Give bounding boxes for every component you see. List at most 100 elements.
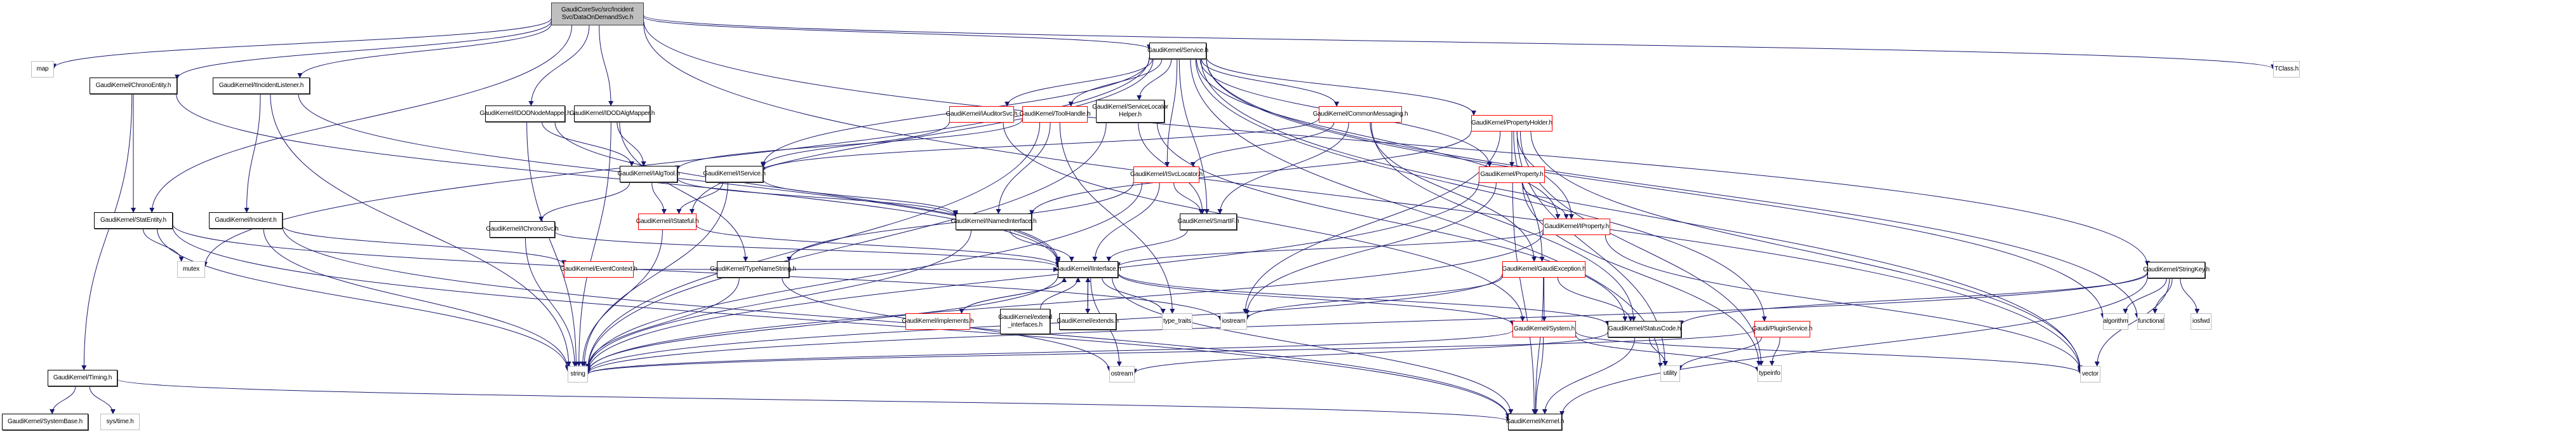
node-statentity[interactable]: GaudiKernel/StatEntity.h xyxy=(94,212,173,229)
edge-property-to-typeinfo xyxy=(1522,182,1762,366)
edge-commonmessaging-to-isvclocator xyxy=(1190,122,1335,167)
node-istateful[interactable]: GaudiKernel/IStateful.h xyxy=(636,214,699,230)
edge-property-to-iproperty xyxy=(1521,182,1569,219)
edge-iproperty-to-iinterface xyxy=(1116,229,1544,268)
edge-iauditorsvc-to-iservice xyxy=(761,122,950,168)
edge-statentity-to-string xyxy=(157,228,570,372)
node-typenamestring[interactable]: GaudiKernel/TypeNameString.h xyxy=(710,261,796,278)
node-algorithm: algorithm xyxy=(2103,313,2128,330)
edge-idodnodemapper-to-ialgtool xyxy=(542,121,634,166)
node-timing[interactable]: GaudiKernel/Timing.h xyxy=(48,370,117,386)
edge-ialgtool-to-inamedinterface xyxy=(677,178,958,217)
edge-extendinterfaces-to-iinterface xyxy=(1040,277,1081,309)
edge-ichronosvc-to-iinterface xyxy=(554,231,1060,268)
edge-statentity-to-iostream xyxy=(172,224,1223,322)
edge-statuscode-to-ostream xyxy=(1132,332,1608,374)
edge-ialgtool-to-ichronosvc xyxy=(538,182,631,222)
node-ichronosvc[interactable]: GaudiKernel/IChronoSvc.h xyxy=(486,221,559,238)
node-iinterface[interactable]: GaudiKernel/IInterface.h xyxy=(1055,261,1121,278)
node-inamedinterface[interactable]: GaudiKernel/INamedInterface.h xyxy=(951,214,1037,230)
node-service[interactable]: GaudiKernel/Service.h xyxy=(1147,43,1208,59)
edge-inamedinterface-to-string xyxy=(585,229,972,372)
node-extendinterfaces[interactable]: GaudiKernel/extend _interfaces.h xyxy=(998,309,1052,334)
node-extends[interactable]: GaudiKernel/extends.h xyxy=(1057,313,1119,330)
node-stringkey[interactable]: GaudiKernel/StringKey.h xyxy=(2143,262,2210,278)
node-iproperty[interactable]: GaudiKernel/IProperty.h xyxy=(1543,219,1610,235)
node-pluginservice[interactable]: Gaudi/PluginService.h xyxy=(1752,321,1813,337)
edge-stringkey-to-statuscode xyxy=(1679,273,2148,326)
node-idodalgmapper[interactable]: GaudiKernel/IDODAlgMapper.h xyxy=(570,105,655,122)
node-incident[interactable]: GaudiKernel/Incident.h xyxy=(209,212,283,229)
edge-ialgtool-to-istateful xyxy=(651,182,667,214)
edge-typenamestring-to-string xyxy=(585,277,740,369)
edge-iincidentlistener-to-iinterface xyxy=(298,93,1060,264)
edge-stringkey-to-kernel xyxy=(1559,276,2148,416)
edge-timing-to-systembase xyxy=(50,386,76,414)
node-string: string xyxy=(568,366,588,383)
edge-istateful-to-iinterface xyxy=(696,225,1060,267)
edge-propertyholder-to-gaudiexception xyxy=(1513,131,1545,262)
node-kernel[interactable]: GaudiKernel/Kernel.h xyxy=(1506,414,1565,430)
edge-stringkey-to-algorithm xyxy=(2123,278,2167,314)
node-isvclocator[interactable]: GaudiKernel/ISvcLocator.h xyxy=(1130,166,1203,183)
node-eventcontext[interactable]: GaudiKernel/EventContext.h xyxy=(560,261,637,278)
edge-incident-to-kernel xyxy=(282,226,1511,419)
edge-iincidentlistener-to-incident xyxy=(244,93,261,213)
edge-pluginservice-to-typeinfo xyxy=(1769,337,1780,366)
edge-stringkey-to-iosfwd xyxy=(2180,278,2200,314)
node-typeinfo: typeinfo xyxy=(1758,365,1782,382)
node-chronoentity[interactable]: GaudiKernel/ChronoEntity.h xyxy=(90,78,177,94)
edge-iservice-to-inamedinterface xyxy=(763,179,958,215)
edge-iincidentlistener-to-string xyxy=(270,93,571,367)
edge-service-to-toolhandle xyxy=(1068,58,1163,107)
edge-iproperty-to-string xyxy=(585,231,1544,374)
node-toolhandle[interactable]: GaudiKernel/ToolHandle.h xyxy=(1020,106,1091,123)
edge-isvclocator-to-string xyxy=(585,182,1143,372)
node-iincidentlistener[interactable]: GaudiKernel/IIncidentListener.h xyxy=(213,78,310,94)
edge-propertyholder-to-inamedinterface xyxy=(1029,131,1472,215)
node-statuscode[interactable]: GaudiKernel/StatusCode.h xyxy=(1608,321,1681,337)
node-iauditorsvc[interactable]: GaudiKernel/IAuditorSvc.h xyxy=(946,106,1018,123)
edge-service-to-iauditorsvc xyxy=(1004,58,1153,107)
node-root[interactable]: GaudiCoreSvc/src/Incident Svc/DataOnDema… xyxy=(551,3,644,25)
edge-root-to-chronoentity xyxy=(175,21,552,80)
edge-service-to-commonmessaging xyxy=(1201,58,1340,107)
edge-pluginservice-to-string xyxy=(585,330,1755,375)
node-implements[interactable]: GaudiKernel/implements.h xyxy=(902,313,974,330)
edge-statentity-to-mutex xyxy=(142,228,184,262)
node-commonmessaging[interactable]: GaudiKernel/CommonMessaging.h xyxy=(1313,106,1408,123)
node-smartif[interactable]: GaudiKernel/SmartIF.h xyxy=(1178,214,1239,230)
edge-service-to-propertyholder xyxy=(1206,57,1476,116)
edge-inamedinterface-to-iinterface xyxy=(1010,229,1074,262)
edge-gaudiexception-to-kernel xyxy=(1533,277,1544,414)
edge-iservice-to-istateful xyxy=(676,182,723,214)
edge-iproperty-to-vector xyxy=(1605,234,2083,372)
node-gaudiexception[interactable]: GaudiKernel/GaudiException.h xyxy=(1502,261,1586,278)
edge-statuscode-to-utility xyxy=(1649,337,1668,366)
node-servicelocatorhelper[interactable]: GaudiKernel/ServiceLocator Helper.h xyxy=(1092,100,1168,123)
node-iservice[interactable]: GaudiKernel/IService.h xyxy=(703,166,766,182)
edge-service-to-isvclocator xyxy=(1165,58,1178,167)
node-systembase[interactable]: GaudiKernel/SystemBase.h xyxy=(2,414,88,430)
edge-service-to-vector xyxy=(1201,58,2083,372)
edge-implements-to-iinterface xyxy=(961,277,1067,314)
node-typetraits: type_traits xyxy=(1162,313,1192,330)
node-propertyholder[interactable]: GaudiKernel/PropertyHolder.h xyxy=(1471,115,1552,132)
node-mutex: mutex xyxy=(177,261,205,278)
edge-timing-to-systime xyxy=(89,386,116,414)
edge-istateful-to-string xyxy=(580,229,663,367)
edge-timing-to-kernel xyxy=(117,379,1511,422)
node-property[interactable]: GaudiKernel/Property.h xyxy=(1479,166,1545,183)
edge-service-to-pluginservice xyxy=(1195,58,1767,322)
node-ialgtool[interactable]: GaudiKernel/IAlgTool.h xyxy=(618,166,680,182)
node-system[interactable]: GaudiKernel/System.h xyxy=(1512,321,1576,337)
edge-commonmessaging-to-iservice xyxy=(761,118,1319,172)
edge-commonmessaging-to-statuscode xyxy=(1371,122,1636,322)
edge-service-to-functional xyxy=(1206,58,2140,319)
node-ostream: ostream xyxy=(1109,366,1135,383)
edge-service-to-servicelocatorhelper xyxy=(1137,58,1172,100)
node-idodnodemapper[interactable]: GaudiKernel/IDODNodeMapper.h xyxy=(479,105,571,122)
node-functional: functional xyxy=(2137,313,2165,330)
edge-root-to-map xyxy=(51,18,552,69)
edge-servicelocatorhelper-to-statuscode xyxy=(1157,122,1628,322)
